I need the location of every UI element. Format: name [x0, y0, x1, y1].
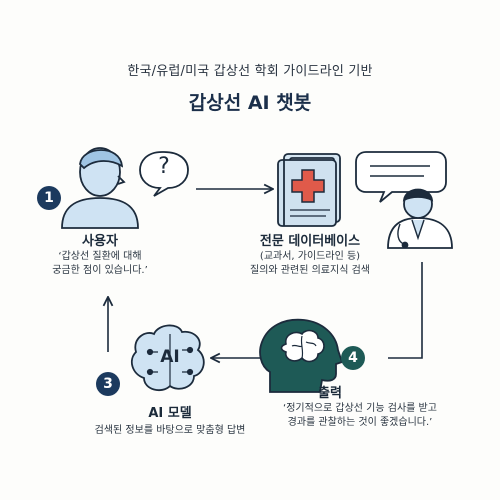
- step-badge-1: 1: [37, 186, 61, 210]
- question-bubble-icon: [139, 151, 189, 197]
- database-desc-line2: 질의와 관련된 의료지식 검색: [250, 265, 370, 276]
- medical-cross-icon: [291, 169, 325, 203]
- user-label: 사용자: [82, 234, 118, 249]
- page-subtitle: 한국/유럽/미국 갑상선 학회 가이드라인 기반: [127, 64, 373, 79]
- database-desc-line1: (교과서, 가이드라인 등): [259, 251, 361, 262]
- ai-model-desc: 검색된 정보를 바탕으로 맞춤형 답변: [94, 425, 246, 436]
- user-quote-line1: ‘갑상선 질환에 대해: [58, 251, 142, 262]
- ai-model-label: AI 모델: [148, 406, 192, 421]
- question-mark: ?: [158, 154, 170, 179]
- ai-chip-label: AI: [160, 347, 180, 367]
- page-title: 갑상선 AI 챗봇: [188, 92, 312, 114]
- output-quote-line1: ‘정기적으로 갑상선 기능 검사를 받고: [283, 403, 437, 414]
- medical-book-icon: [277, 153, 341, 227]
- arrow-database-to-output: [388, 262, 423, 359]
- output-quote-line2: 경과를 관찰하는 것이 좋겠습니다.’: [287, 417, 433, 428]
- user-quote-line2: 궁금한 점이 있습니다.’: [52, 265, 148, 276]
- database-label: 전문 데이터베이스: [259, 234, 361, 249]
- output-label: 출력: [318, 386, 342, 401]
- step-badge-4: 4: [341, 346, 365, 370]
- step-badge-3: 3: [96, 372, 120, 396]
- user-icon: [61, 147, 139, 229]
- doctor-icon: [355, 151, 453, 249]
- ai-brain-icon: [130, 324, 205, 392]
- brain-head-icon: [259, 318, 344, 393]
